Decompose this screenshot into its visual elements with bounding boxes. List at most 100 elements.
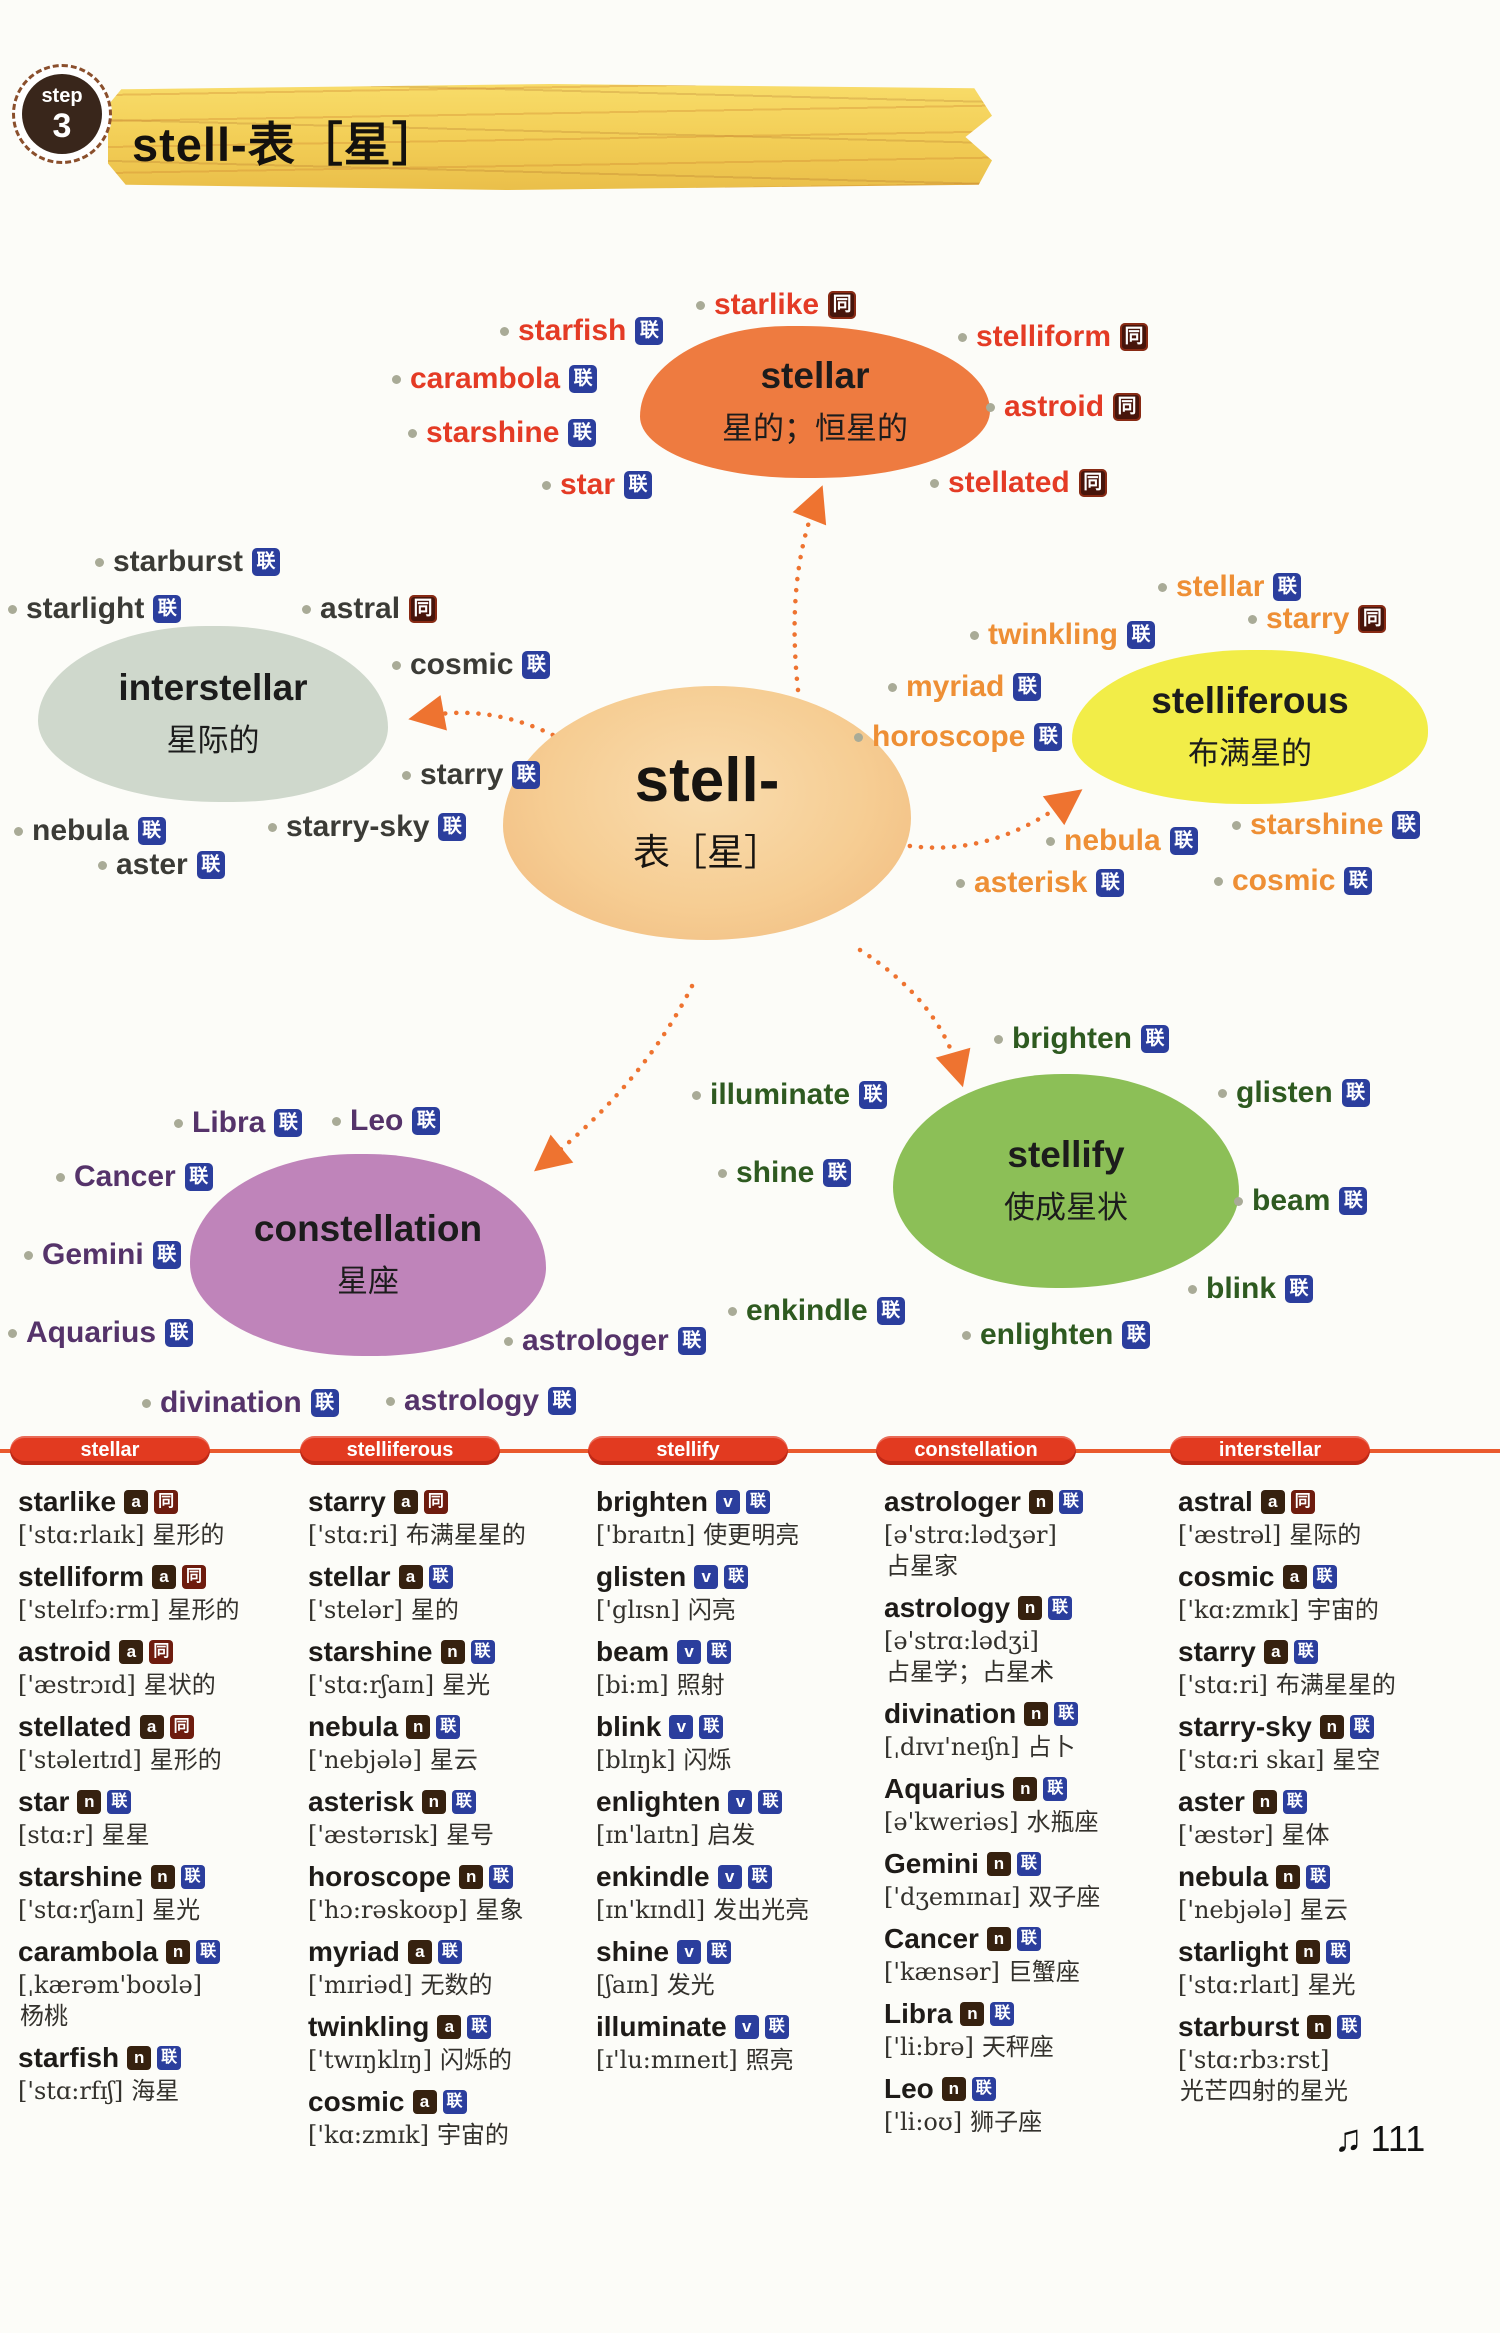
headword: stellar (308, 1561, 391, 1592)
pos-badge: v (669, 1714, 694, 1739)
phonetic-row: ['dʒemɪnaɪ]双子座 (884, 1882, 1156, 1913)
phonetic-row: [ˌkærəm'boʊlə] (18, 1970, 290, 2001)
bullet-icon (142, 1398, 151, 1408)
phonetic: [ɪn'laɪtn] (596, 1821, 700, 1849)
phonetic-row: ['stelɪfɔ:rm]星形的 (18, 1595, 290, 1626)
tag-badge: 联 (1392, 811, 1421, 839)
headword: starfish (18, 2042, 120, 2073)
tag-badge: 联 (252, 548, 281, 576)
pos-badge: n (1276, 1864, 1301, 1889)
word-label: divination (160, 1386, 302, 1419)
pos-badge: n (960, 2001, 985, 2026)
phonetic: ['nebjələ] (308, 1746, 422, 1774)
tag-badge: 联 (1048, 1595, 1073, 1620)
tag-badge: 联 (624, 471, 653, 499)
word-label: astral (320, 592, 401, 625)
page-number: 111 (1370, 2118, 1426, 2159)
phonetic: ['stɑ:rʃaɪn] (18, 1896, 145, 1924)
bullet-icon (24, 1250, 33, 1260)
bullet-icon (888, 682, 897, 692)
phonetic: ['stɑ:rfɪʃ] (18, 2077, 124, 2105)
phonetic-row: ['hɔ:rəskoʊp]星象 (308, 1895, 580, 1926)
pos-badge: n (440, 1639, 465, 1664)
node-word: stelliferous (1151, 680, 1349, 722)
tag-badge: 联 (165, 1319, 194, 1347)
pos-badge: n (941, 2076, 966, 2101)
headword: starry-sky (1178, 1711, 1312, 1742)
tag-badge: 联 (569, 365, 598, 393)
page-footer: ♫ 111 (1334, 2118, 1425, 2161)
headword: glisten (596, 1561, 687, 1592)
tag-badge: 联 (724, 1564, 749, 1589)
pos-badge: a (119, 1639, 144, 1664)
meaning-zh: 布满星星的 (405, 1521, 526, 1549)
word-label: asterisk (974, 866, 1088, 899)
word-label: Gemini (42, 1238, 144, 1271)
music-note-icon: ♫ (1334, 2118, 1363, 2160)
node-word: interstellar (118, 667, 308, 709)
tag-badge: 联 (1169, 827, 1198, 855)
pos-badge: n (986, 1926, 1011, 1951)
headword: asterisk (308, 1786, 414, 1817)
phonetic-row: [bi:m]照射 (596, 1670, 868, 1701)
phonetic-row: ['glɪsn]闪亮 (596, 1595, 868, 1626)
meaning-zh: 星光 (442, 1671, 491, 1699)
headword: shine (596, 1936, 670, 1967)
tag-badge: 联 (1282, 1789, 1307, 1814)
word-label: stelliform (976, 320, 1112, 353)
wood-plank-banner (108, 84, 992, 190)
headword: divination (884, 1698, 1017, 1729)
phonetic-row: ['stɑ:rfɪʃ]海星 (18, 2076, 290, 2107)
word-label: blink (1206, 1272, 1277, 1305)
phonetic-row: ['twɪŋklɪŋ]闪烁的 (308, 2045, 580, 2076)
headword: illuminate (596, 2011, 727, 2042)
tag-badge: 联 (1339, 1187, 1368, 1215)
vocab-column-header: stellify (588, 1436, 788, 1465)
pos-badge: a (139, 1714, 164, 1739)
headword: star (18, 1786, 70, 1817)
pos-badge: a (124, 1489, 149, 1514)
tag-badge: 联 (451, 1789, 476, 1814)
headword: starshine (18, 1861, 143, 1892)
tag-badge: 联 (184, 1163, 213, 1191)
phonetic: ['æstər] (1178, 1821, 1274, 1849)
pos-badge: n (166, 1939, 191, 1964)
headword: Libra (884, 1998, 953, 2029)
headword: starry (308, 1486, 386, 1517)
tag-badge: 联 (707, 1939, 732, 1964)
tag-badge: 联 (990, 2001, 1015, 2026)
meaning-zh: 启发 (707, 1821, 756, 1849)
meaning-zh: 海星 (131, 2077, 180, 2105)
phonetic-row: ['nebjələ]星云 (1178, 1895, 1450, 1926)
phonetic-row: [ɪ'lu:mɪneɪt]照亮 (596, 2045, 868, 2076)
phonetic: ['stɑ:ri] (1178, 1671, 1268, 1699)
